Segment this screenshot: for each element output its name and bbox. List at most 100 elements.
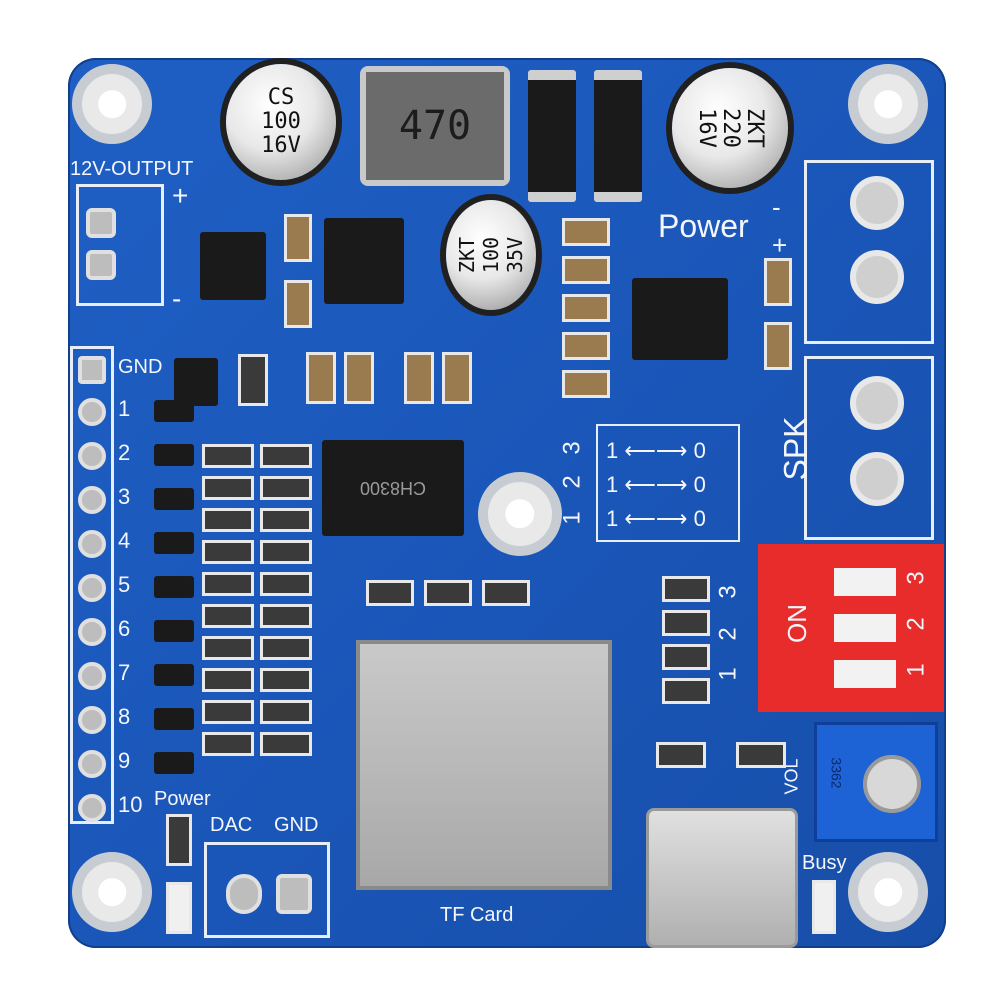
mode-table — [596, 424, 740, 542]
mode-row-1-b: 0 — [693, 438, 706, 463]
power-led-resistor — [166, 814, 192, 866]
smd-capacitor — [442, 352, 472, 404]
mounting-hole-top-right — [848, 64, 928, 144]
smd-resistor — [662, 610, 710, 636]
mode-row-3-b: 0 — [693, 506, 706, 531]
array-resistor — [202, 572, 254, 596]
pin-label: 8 — [118, 704, 131, 729]
cap-left-line1: CS — [267, 85, 295, 110]
mode-side-3: 3 — [558, 441, 586, 455]
pin-transistor — [154, 664, 194, 686]
gnd-pad — [276, 874, 312, 914]
dip-num-1: 1 — [902, 663, 930, 677]
inductor-label: 470 — [366, 72, 504, 180]
pin-label: 1 — [118, 396, 131, 421]
smd-capacitor — [306, 352, 336, 404]
power-plus-label: + — [772, 230, 788, 260]
array-resistor — [260, 476, 312, 500]
smd-resistor — [656, 742, 706, 768]
pin-label: 2 — [118, 440, 131, 465]
mode-row-1: 1 ⟵⟶ 0 — [606, 438, 706, 463]
audio-chip: CH8300 — [322, 440, 464, 536]
diode-2 — [594, 70, 642, 202]
smd-resistor — [662, 644, 710, 670]
power-screw-1 — [850, 176, 904, 230]
mode-row-2: 1 ⟵⟶ 0 — [606, 472, 706, 497]
dip-switch-1[interactable] — [834, 660, 896, 688]
dip-switch-2[interactable] — [834, 614, 896, 642]
usb-c-port[interactable] — [646, 808, 798, 948]
output-minus-label: - — [172, 283, 182, 314]
pin-label: 6 — [118, 616, 131, 641]
array-resistor — [260, 636, 312, 660]
chip-label: CH8300 — [359, 478, 427, 499]
dac-terminal — [204, 842, 330, 938]
smd-capacitor — [764, 322, 792, 370]
header-pin — [78, 442, 106, 470]
array-resistor — [202, 476, 254, 500]
array-resistor — [260, 604, 312, 628]
header-pin — [78, 574, 106, 602]
array-resistor — [260, 732, 312, 756]
array-resistor — [260, 572, 312, 596]
tf-card-label: TF Card — [440, 904, 514, 926]
smd-capacitor — [764, 258, 792, 306]
cap-left-line3: 16V — [261, 133, 301, 158]
capacitor-cs-100-16v: CS 100 16V — [226, 64, 336, 180]
array-resistor — [202, 700, 254, 724]
power-led — [166, 882, 192, 934]
output-pad-plus — [86, 208, 116, 238]
pin-label: 10 — [118, 792, 143, 817]
dip-switch[interactable]: ON 3 2 1 — [758, 544, 944, 712]
capacitor-zkt-100-35v: ZKT 100 35V — [446, 200, 536, 310]
pin-label: 5 — [118, 572, 131, 597]
smd-resistor — [366, 580, 414, 606]
header-pin-gnd — [78, 356, 106, 384]
gnd2-label: GND — [274, 814, 319, 836]
busy-led — [812, 880, 836, 934]
output-label: 12V-OUTPUT — [70, 158, 194, 180]
speaker-screw-2 — [850, 452, 904, 506]
array-resistor — [202, 732, 254, 756]
array-resistor — [202, 668, 254, 692]
smd-resistor — [662, 576, 710, 602]
ic-u2 — [324, 218, 404, 304]
diode-1 — [528, 70, 576, 202]
pin-transistor — [154, 620, 194, 642]
pin-transistor — [154, 576, 194, 598]
smd-capacitor — [404, 352, 434, 404]
array-resistor — [260, 700, 312, 724]
power-label: Power — [658, 208, 749, 244]
volume-potentiometer[interactable]: 3362 — [814, 722, 938, 842]
smd-capacitor — [562, 294, 610, 322]
mounting-hole-bottom-right — [848, 852, 928, 932]
smd-capacitor — [562, 332, 610, 360]
array-resistor — [202, 508, 254, 532]
smd-resistor — [482, 580, 530, 606]
smd-capacitor — [284, 214, 312, 262]
pin-transistor — [154, 444, 194, 466]
speaker-screw-1 — [850, 376, 904, 430]
output-pad-minus — [86, 250, 116, 280]
speaker-terminal — [804, 356, 934, 540]
dip-on-label: ON — [782, 604, 812, 643]
cap-right-line2: 220 — [718, 108, 743, 148]
array-resistor — [202, 444, 254, 468]
busy-label: Busy — [802, 852, 847, 874]
smd-resistor — [424, 580, 472, 606]
regulator-ic — [200, 232, 266, 300]
header-pin — [78, 618, 106, 646]
capacitor-zkt-220-16v: ZKT 220 16V — [672, 68, 788, 188]
pin-transistor — [154, 752, 194, 774]
tf-card-slot[interactable] — [356, 640, 612, 890]
array-resistor — [260, 508, 312, 532]
pin-transistor — [154, 400, 194, 422]
pin-label: 4 — [118, 528, 131, 553]
output-plus-label: + — [172, 180, 189, 211]
header-pin — [78, 662, 106, 690]
dip-switch-3[interactable] — [834, 568, 896, 596]
cap-right-line1: ZKT — [742, 108, 767, 148]
array-resistor — [260, 540, 312, 564]
header-pin — [78, 706, 106, 734]
pot-knob[interactable] — [863, 755, 921, 813]
